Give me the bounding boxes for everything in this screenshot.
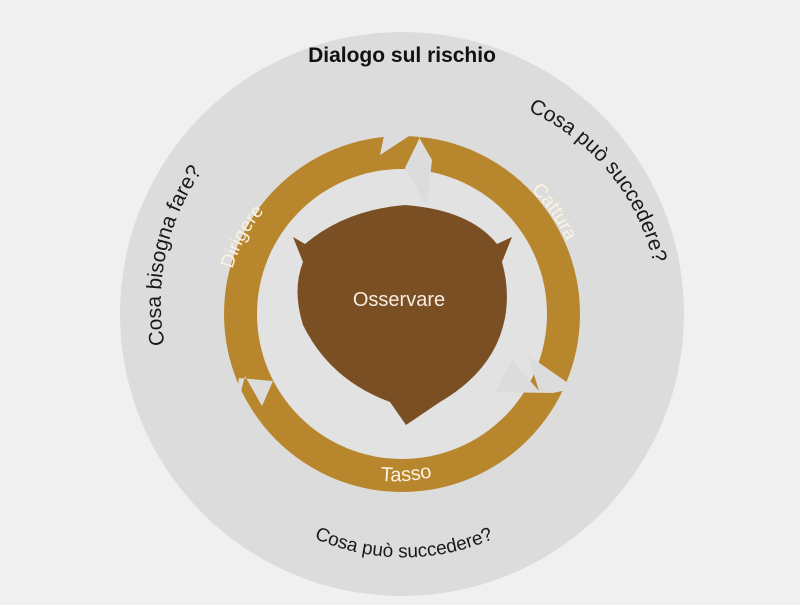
arrow-notch-left — [232, 376, 273, 426]
arrow-notch-top — [380, 92, 432, 206]
center-label: Osservare — [353, 289, 445, 311]
step-assess-label: Tasso — [380, 460, 433, 486]
arrow-notch-right — [495, 355, 575, 393]
diagram-title: Dialogo sul rischio — [308, 44, 496, 67]
observe-center-shape — [293, 205, 512, 425]
